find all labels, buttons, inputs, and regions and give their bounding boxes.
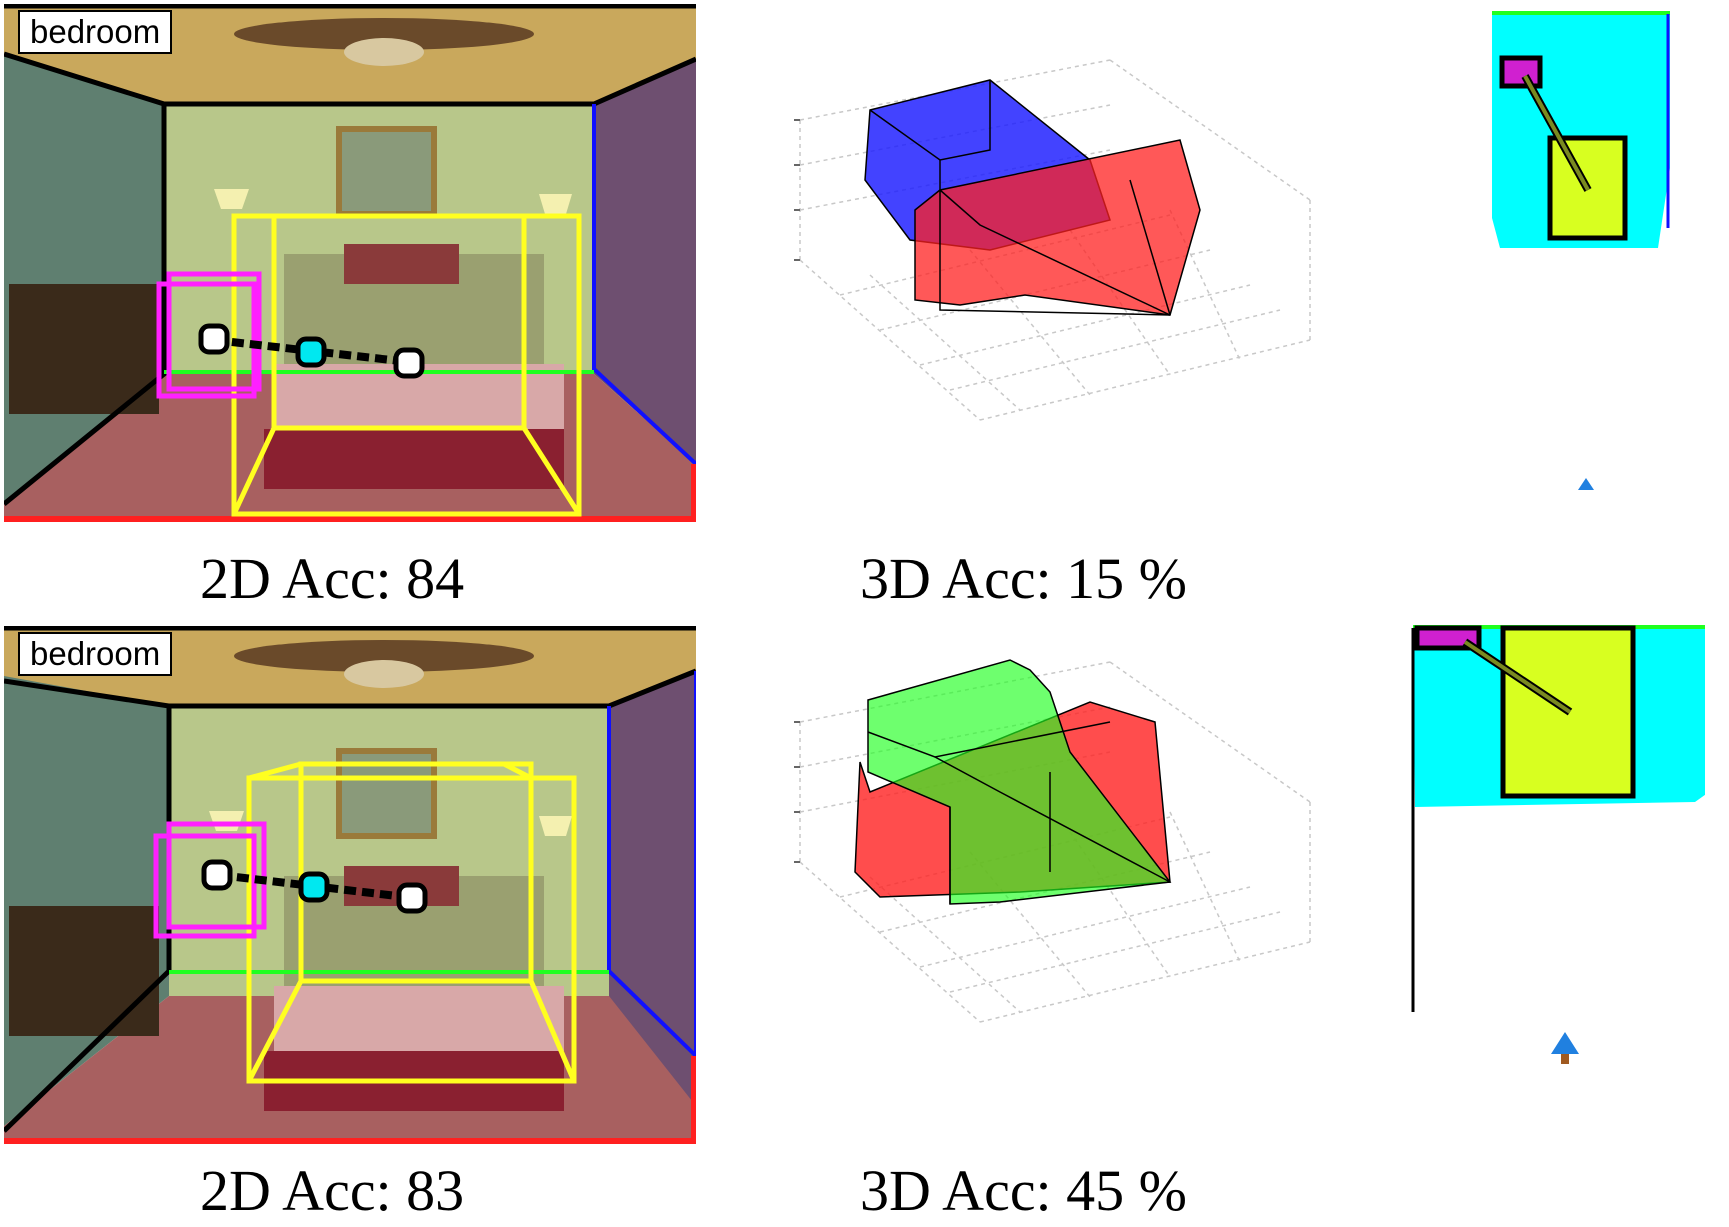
topdown-stand	[1499, 55, 1543, 89]
scene-overlay-2	[4, 626, 696, 1144]
scene-label: bedroom	[18, 632, 173, 676]
volume-plot-1	[794, 59, 1311, 421]
caption-2d-acc-2: 2D Acc: 83	[200, 1158, 465, 1223]
plot-ticks	[794, 721, 800, 863]
scene-overlay-1	[4, 4, 696, 522]
dresser	[9, 906, 159, 1036]
bed-box	[246, 761, 577, 1084]
ceiling-fan	[234, 640, 534, 672]
right-wall	[594, 59, 696, 464]
wall-edge-right	[592, 56, 696, 107]
right-wall	[609, 671, 696, 1106]
camera-icon	[1578, 478, 1594, 490]
joint-left	[198, 323, 230, 355]
lamp-right	[539, 194, 572, 214]
scene-photo-2: bedroom	[4, 626, 696, 1144]
ceiling-fan	[234, 18, 534, 50]
wall-picture	[336, 126, 437, 217]
volume-plot-2	[794, 659, 1311, 1023]
nightstand-box	[156, 271, 262, 399]
lamp-left	[214, 189, 249, 209]
topdown-map-1	[1492, 11, 1670, 490]
scene-photo-1: bedroom	[4, 4, 696, 522]
camera-icon	[1551, 1032, 1579, 1054]
dresser	[9, 284, 159, 414]
topdown-bed	[1547, 135, 1628, 241]
wall-edge-left	[4, 51, 167, 506]
wall-edge-right-blue	[607, 671, 696, 1059]
caption-3d-acc-2: 3D Acc: 45 %	[860, 1158, 1187, 1223]
caption-2d-acc-1: 2D Acc: 84	[200, 546, 465, 611]
joint-mid	[298, 871, 330, 903]
wall-edge-right-blue	[592, 104, 696, 466]
joint-right	[393, 347, 425, 379]
joint-mid	[295, 336, 327, 368]
joint-left	[201, 859, 233, 891]
caption-3d-acc-1: 3D Acc: 15 %	[860, 546, 1187, 611]
nightstand-box	[153, 821, 267, 939]
row-1: bedroom	[0, 0, 1729, 612]
row-2: bedroom	[0, 622, 1729, 1227]
lamp-right	[539, 816, 572, 836]
bed-box	[231, 213, 582, 517]
plot-ticks	[794, 119, 800, 261]
joint-right	[396, 882, 428, 914]
topdown-stand	[1414, 625, 1482, 651]
scene-label: bedroom	[18, 10, 173, 54]
topdown-map-2	[1411, 625, 1705, 1064]
